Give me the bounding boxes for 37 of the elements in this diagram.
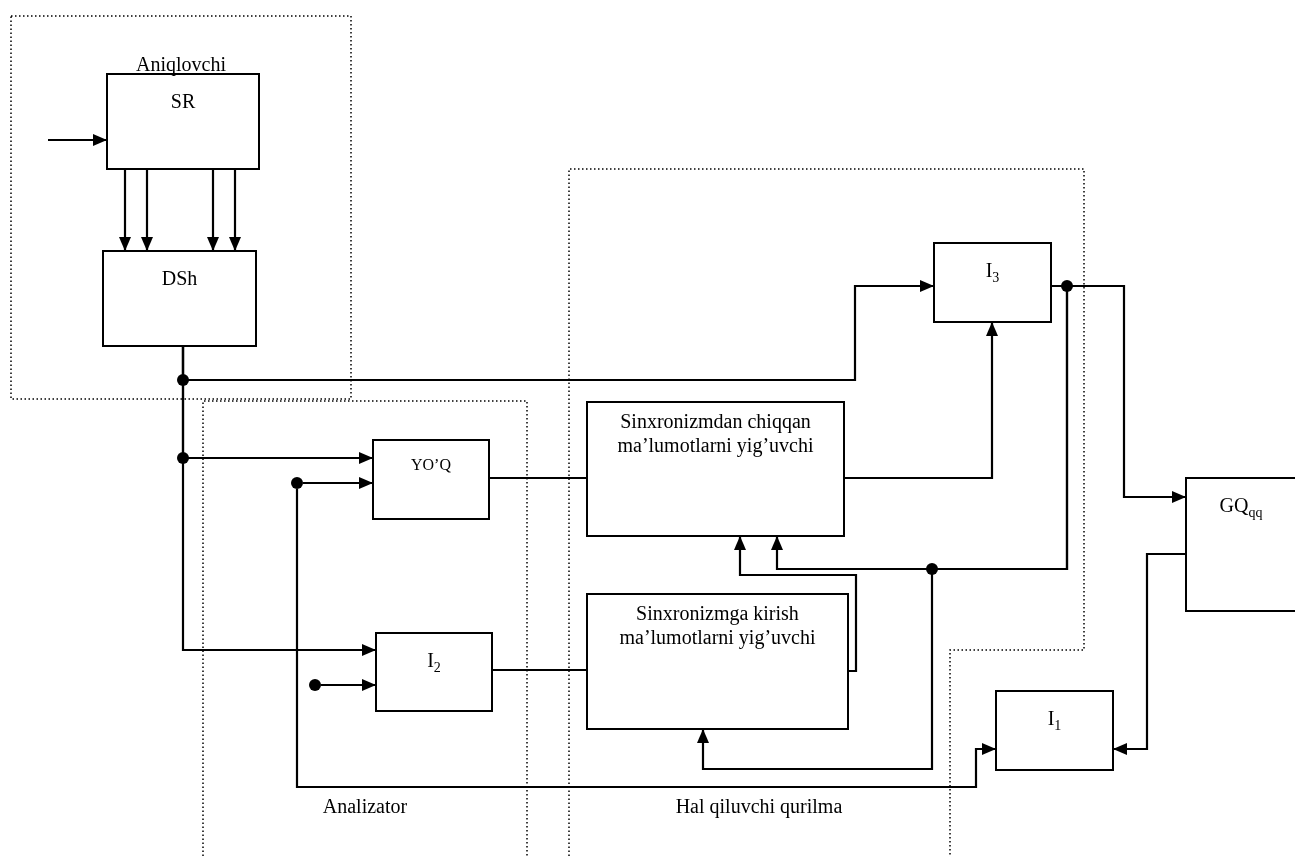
connector-arrow [845,322,998,480]
block-box [1185,477,1295,612]
connector-arrow [207,170,219,251]
block-label: I$_{1}$ [1047,706,1062,735]
dotted-region [10,15,352,400]
block-label: Sinxronizmdan chiqqan ma’lumotlarni yig’uvchi [616,409,815,457]
connector-arrow [1113,552,1185,755]
block-label: DSh [161,266,198,290]
connector-arrow [48,134,107,146]
region-title: Hal qiluvchi qurilma [674,795,844,818]
terminal-dot [291,477,303,489]
connector-arrow [181,347,376,656]
block-box [995,690,1114,771]
block-label: SR [170,89,196,113]
connector-arrow [119,170,131,251]
dotted-region [202,400,528,856]
block-box [375,632,493,712]
block-box [586,401,845,537]
block-label: I$_{2}$ [427,648,441,677]
region-title: Aniqlovchi [135,53,227,76]
block-label: YO’Q [411,455,451,475]
connector-arrow [734,536,858,673]
connector-arrow [141,170,153,251]
block-box [586,593,849,730]
block-box [102,250,257,347]
dotted-region [568,168,1085,856]
connector-arrow [303,477,373,489]
block-label: Sinxronizmga kirish ma’lumotlarni yig’uvchi [618,601,817,649]
connector-arrow [295,489,996,789]
block-box [933,242,1052,323]
block-label: GQ$_{qq}$ [1219,493,1263,522]
connector-arrow [321,679,376,691]
connector-arrow [229,170,241,251]
terminal-dot [309,679,321,691]
region-title: Analizator [321,795,409,818]
block-label: I$_{3}$ [985,258,1000,287]
block-box [372,439,490,520]
